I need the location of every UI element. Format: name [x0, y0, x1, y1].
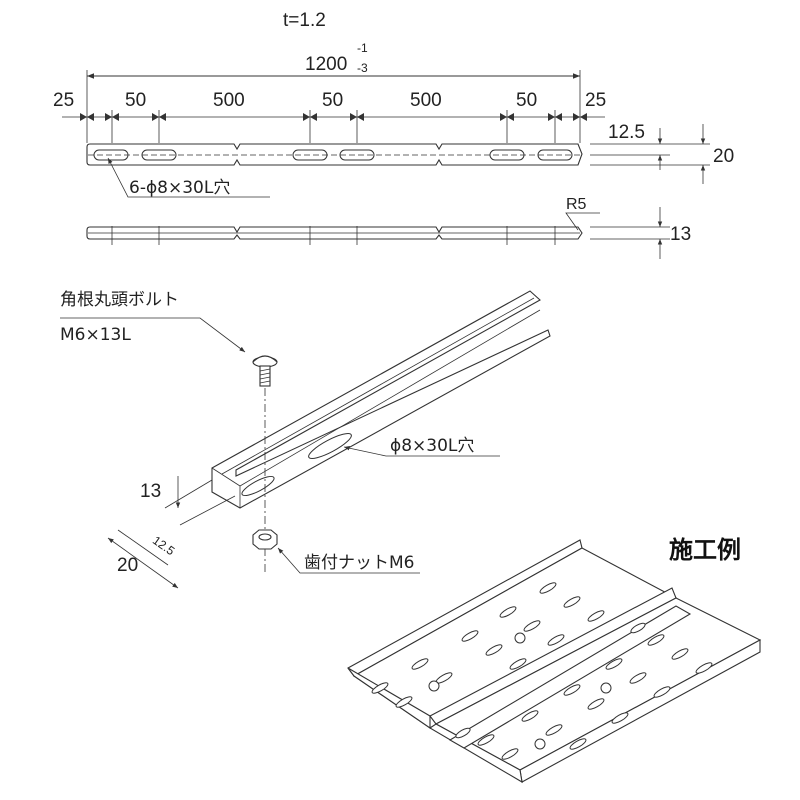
- nut-callout-leader: [277, 547, 420, 574]
- slot: [371, 682, 389, 694]
- slot: [695, 662, 713, 674]
- spacing-label-7: 25: [585, 90, 606, 111]
- bolt-shank: [259, 365, 271, 387]
- angle-bar-fold: [239, 309, 541, 487]
- slot: [563, 684, 581, 696]
- joint-slot-1: [455, 727, 471, 739]
- slot: [395, 696, 413, 708]
- tolerance-lower: -3: [357, 61, 368, 75]
- spacing-label-4: 50: [322, 90, 343, 111]
- joint-slot-2: [630, 622, 646, 634]
- slot: [521, 710, 539, 722]
- slot: [411, 658, 429, 670]
- bolt-name-label: 角根丸頭ボルト: [60, 290, 179, 310]
- round-hole: [534, 738, 546, 750]
- radius-label: R5: [566, 196, 587, 213]
- slot: [605, 658, 623, 670]
- slot: [629, 672, 647, 684]
- slot-callout-leader: [343, 445, 500, 457]
- angle-bar-lip: [221, 297, 535, 475]
- spacing-label-3: 500: [213, 90, 245, 111]
- slot: [647, 634, 665, 646]
- bolt-thread: [259, 368, 271, 384]
- iso-label-125: 12.5: [150, 533, 177, 558]
- slot: [539, 582, 557, 594]
- height-13-label: 13: [670, 224, 691, 245]
- slot: [611, 712, 629, 724]
- slot: [653, 686, 671, 698]
- side-view: 13 R5: [86, 196, 691, 259]
- slot: [587, 698, 605, 710]
- installation-example: 施工例: [347, 536, 762, 784]
- thickness-label: t=1.2: [283, 10, 326, 31]
- overall-length-label: 1200: [305, 54, 347, 75]
- iso-ext-2: [179, 495, 236, 526]
- joint-plate: [448, 605, 692, 749]
- tray1-slots: [371, 582, 605, 708]
- slot: [569, 738, 587, 750]
- slot: [563, 596, 581, 608]
- angle-bar-outline: [211, 290, 551, 509]
- strip-plan-outline: [86, 143, 583, 166]
- bar-slot-1: [308, 433, 352, 459]
- slot: [509, 658, 527, 670]
- slot: [499, 606, 517, 618]
- slot: [461, 630, 479, 642]
- slot: [545, 724, 563, 736]
- round-hole: [428, 680, 440, 692]
- spacing-label-6: 50: [516, 90, 537, 111]
- iso-dim-20-line: [107, 537, 179, 589]
- iso-ext-1: [164, 479, 213, 509]
- slot: [485, 644, 503, 656]
- slot-callout-label: ϕ8×30L穴: [390, 436, 474, 456]
- spacing-label-2: 50: [125, 90, 146, 111]
- assembly-view: 角根丸頭ボルト M6×13L ϕ8×30L穴 歯付ナットM6 13 12.5 2…: [60, 290, 551, 589]
- angle-bar-edge-1: [211, 467, 241, 487]
- offset-125-label: 12.5: [608, 122, 645, 143]
- slot: [523, 620, 541, 632]
- bar-slot-2: [241, 475, 275, 497]
- strip-plan-slots: [88, 149, 580, 161]
- spacing-label-1: 25: [53, 90, 74, 111]
- height-20-label: 20: [713, 146, 734, 167]
- bolt-callout-leader: [60, 317, 246, 353]
- slot: [477, 734, 495, 746]
- spacing-ticks: [80, 110, 587, 143]
- example-title: 施工例: [669, 536, 741, 564]
- slot: [587, 610, 605, 622]
- radius-leader: [565, 212, 600, 231]
- nut-label: 歯付ナットM6: [304, 553, 414, 573]
- slot: [547, 634, 565, 646]
- plan-view: t=1.2 1200 -1 -3 25 50 500 50 500 50 25: [53, 10, 734, 198]
- hole-callout-label: 6-ϕ8×30L穴: [129, 178, 230, 198]
- nut-hole: [258, 533, 272, 541]
- slot: [501, 748, 519, 760]
- bolt-head-dome: [252, 355, 278, 363]
- iso-label-20: 20: [117, 555, 138, 576]
- slot: [671, 648, 689, 660]
- hole-callout-leader: [107, 157, 270, 198]
- round-hole: [600, 682, 612, 694]
- round-hole: [514, 632, 526, 644]
- spacing-label-5: 500: [410, 90, 442, 111]
- tolerance-upper: -1: [357, 41, 368, 55]
- tray2-slots: [477, 634, 713, 760]
- iso-label-13: 13: [140, 481, 161, 502]
- bolt-spec-label: M6×13L: [60, 325, 131, 345]
